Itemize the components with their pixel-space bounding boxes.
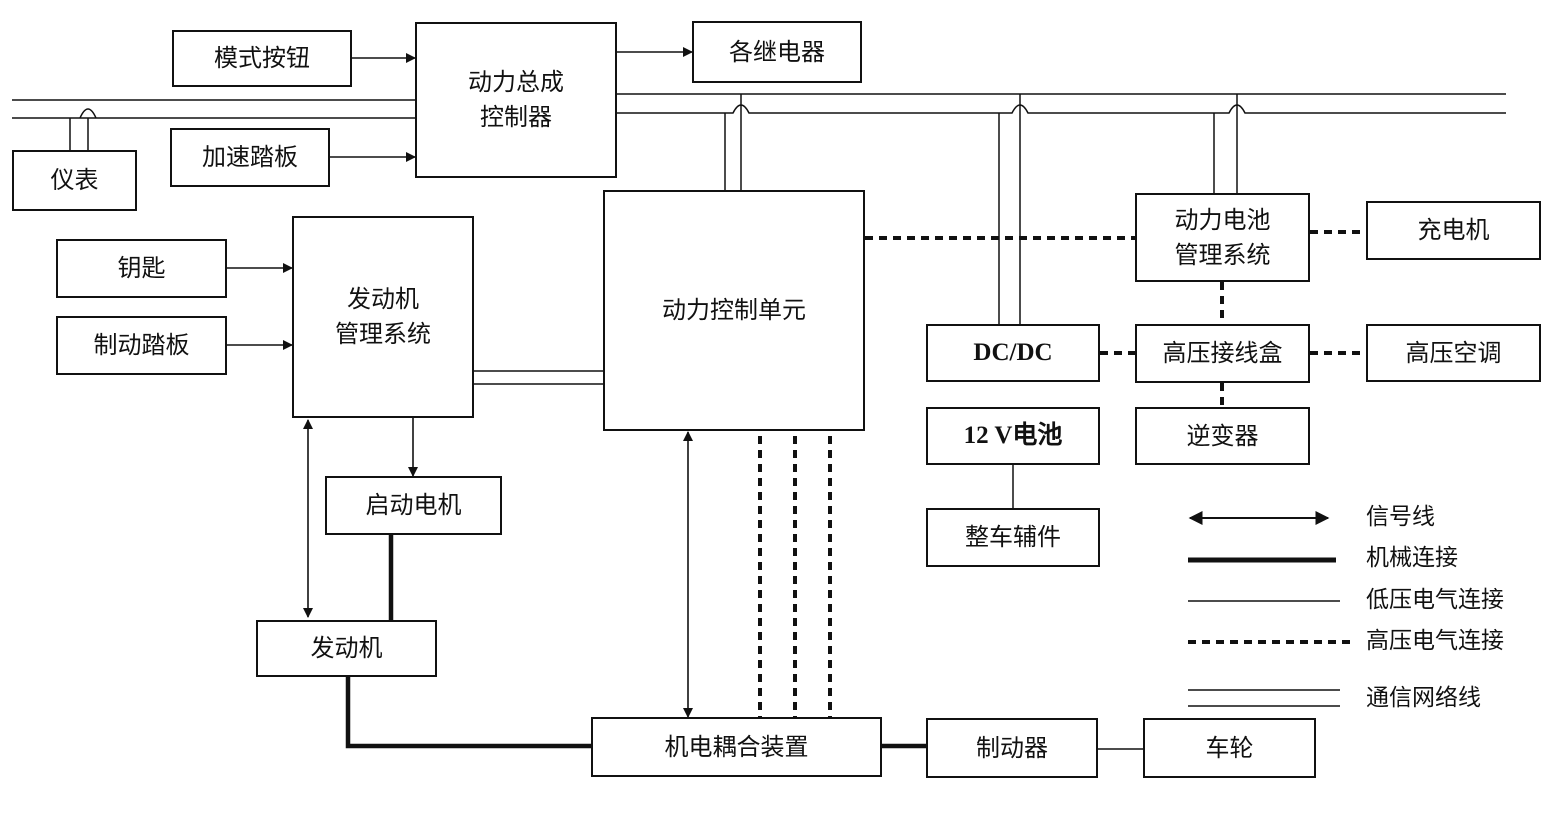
brake-pedal-box: 制动踏板 xyxy=(56,316,227,375)
battery-management-box: 动力电池 管理系统 xyxy=(1135,193,1310,282)
starter-motor-box: 启动电机 xyxy=(325,476,502,535)
hv-junction-box: 高压接线盒 xyxy=(1135,324,1310,383)
mode-button-box: 模式按钮 xyxy=(172,30,352,87)
electromechanical-coupling-box: 机电耦合装置 xyxy=(591,717,882,777)
hv-air-conditioner-box: 高压空调 xyxy=(1366,324,1541,382)
engine-box: 发动机 xyxy=(256,620,437,677)
wheel-box: 车轮 xyxy=(1143,718,1316,778)
legend-high-voltage-label: 高压电气连接 xyxy=(1366,628,1504,654)
legend-signal-label: 信号线 xyxy=(1366,504,1435,530)
instrument-box: 仪表 xyxy=(12,150,137,211)
dcdc-box: DC/DC xyxy=(926,324,1100,382)
power-control-unit-box: 动力控制单元 xyxy=(603,190,865,431)
low-voltage-lines xyxy=(1012,465,1143,750)
legend-mechanical-label: 机械连接 xyxy=(1366,545,1458,571)
engine-management-box: 发动机 管理系统 xyxy=(292,216,474,418)
battery-12v-box: 12 V电池 xyxy=(926,407,1100,465)
charger-box: 充电机 xyxy=(1366,201,1541,260)
accelerator-pedal-box: 加速踏板 xyxy=(170,128,330,187)
signal-arrows xyxy=(227,47,693,718)
legend-communication-label: 通信网络线 xyxy=(1366,685,1481,711)
powertrain-controller-box: 动力总成 控制器 xyxy=(415,22,617,178)
legend-communication-symbol xyxy=(1188,689,1340,707)
legend-symbols xyxy=(1188,511,1356,707)
inverter-box: 逆变器 xyxy=(1135,407,1310,465)
communication-bus xyxy=(12,93,1506,385)
relays-box: 各继电器 xyxy=(692,21,862,83)
legend-low-voltage-label: 低压电气连接 xyxy=(1366,587,1504,613)
mechanical-lines xyxy=(345,535,926,749)
key-box: 钥匙 xyxy=(56,239,227,298)
high-voltage-lines xyxy=(758,230,1366,717)
brake-box: 制动器 xyxy=(926,718,1098,778)
vehicle-accessories-box: 整车辅件 xyxy=(926,508,1100,567)
